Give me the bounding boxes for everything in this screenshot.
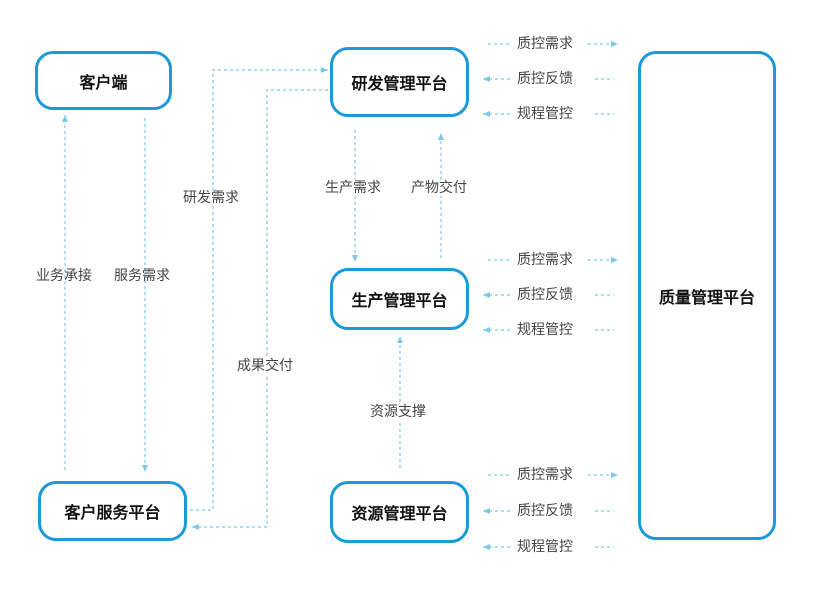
label-rnd-demand: 研发需求 bbox=[183, 190, 239, 206]
label-qc-feedback: 质控反馈 bbox=[517, 503, 573, 519]
label-product-delivery: 产物交付 bbox=[411, 180, 467, 196]
node-client: 客户端 bbox=[35, 51, 172, 110]
node-client-service-platform: 客户服务平台 bbox=[38, 481, 187, 541]
label-qc-feedback: 质控反馈 bbox=[517, 71, 573, 87]
label-production-demand: 生产需求 bbox=[325, 180, 381, 196]
label-rules-control: 规程管控 bbox=[517, 106, 573, 122]
arrow-rnd-demand bbox=[190, 67, 328, 511]
label-qc-demand: 质控需求 bbox=[517, 36, 573, 52]
label-service-demand: 服务需求 bbox=[114, 268, 170, 284]
label-rules-control: 规程管控 bbox=[517, 322, 573, 338]
label-qc-demand: 质控需求 bbox=[517, 467, 573, 483]
label-business-undertaking: 业务承接 bbox=[36, 268, 92, 284]
label-qc-demand: 质控需求 bbox=[517, 252, 573, 268]
label-result-delivery: 成果交付 bbox=[237, 358, 293, 374]
node-resource-platform: 资源管理平台 bbox=[330, 481, 469, 543]
node-production-platform: 生产管理平台 bbox=[330, 268, 469, 330]
label-qc-feedback: 质控反馈 bbox=[517, 287, 573, 303]
arrow-result-delivery bbox=[192, 89, 328, 530]
label-resource-support: 资源支撑 bbox=[370, 404, 426, 420]
node-quality-platform: 质量管理平台 bbox=[638, 51, 776, 540]
node-rnd-platform: 研发管理平台 bbox=[330, 47, 469, 117]
label-rules-control: 规程管控 bbox=[517, 539, 573, 555]
